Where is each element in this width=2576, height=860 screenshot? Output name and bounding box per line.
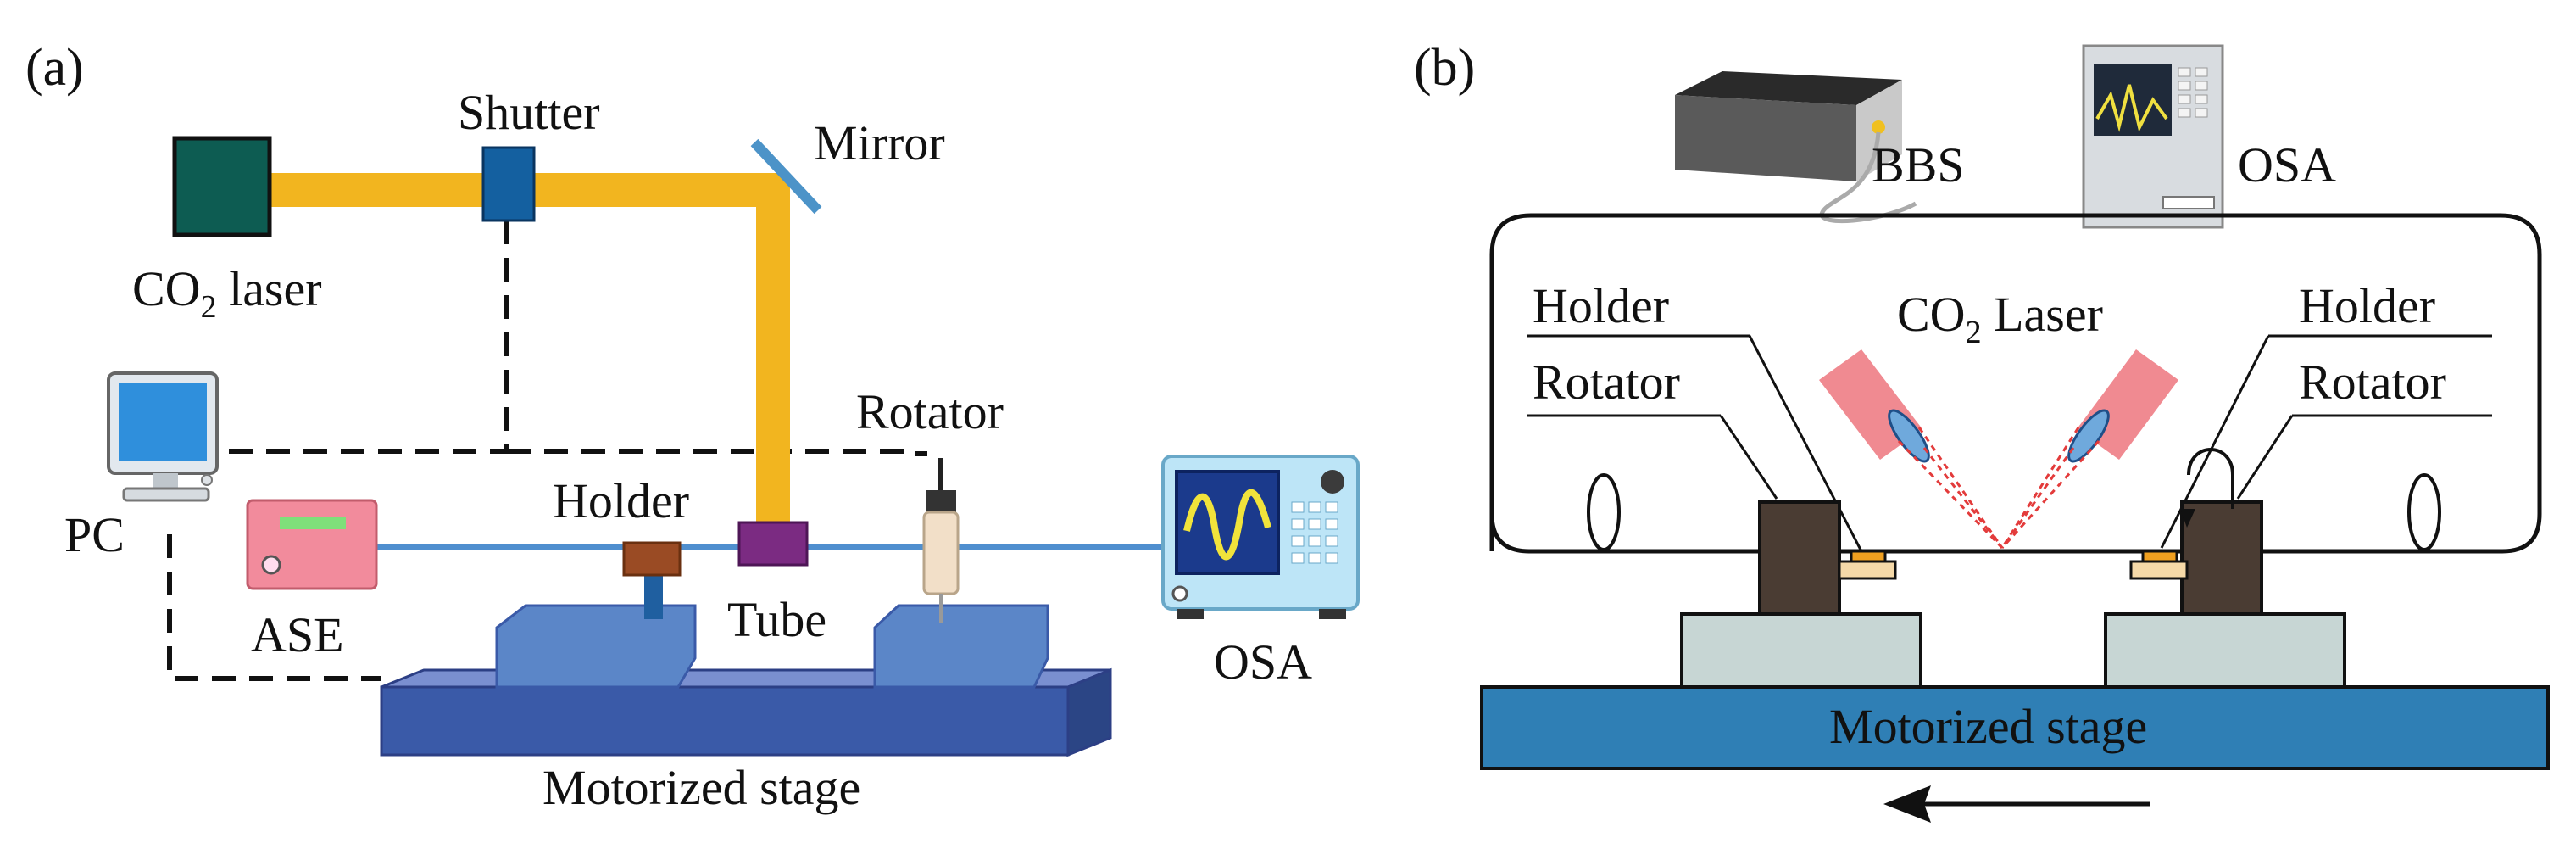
panel-b-tag: (b) [1414, 39, 1475, 97]
mirror-label: Mirror [814, 115, 945, 170]
pc-monitor [107, 371, 219, 502]
osa-label-b: OSA [2238, 137, 2336, 193]
motorized-stage-b [1480, 685, 2550, 770]
right-carriage [873, 604, 1049, 689]
panel-b: (b) BBS OSA Hold [1414, 39, 2550, 823]
co2-laser-label-b: CO2 Laser [1897, 287, 2103, 350]
rotator-right-label: Rotator [2299, 355, 2446, 410]
holder-right-label: Holder [2299, 278, 2435, 333]
holder-right-b [2129, 550, 2189, 580]
bbs-source [1675, 71, 1917, 224]
leader-holder-right-b [2160, 335, 2270, 549]
ase-source [246, 499, 378, 590]
leader-rotator-left-b [1719, 415, 1778, 500]
stage-label-b: Motorized stage [1829, 699, 2147, 754]
holder-left-label: Holder [1533, 278, 1669, 333]
ase-label: ASE [251, 607, 344, 662]
direction-arrow-head [1883, 785, 1931, 823]
rotator-left-label: Rotator [1533, 355, 1680, 410]
left-carriage [495, 604, 697, 689]
rotator-left-b [1758, 500, 1841, 617]
holder-post [644, 573, 663, 619]
holder-label-a: Holder [553, 473, 689, 528]
tube [737, 521, 809, 567]
panel-a-tag: (a) [25, 39, 84, 97]
shutter [481, 146, 536, 222]
fiber-coil-right [2407, 473, 2441, 551]
rotation-arrowhead [2180, 509, 2195, 528]
stage-block-left [1680, 612, 1922, 689]
holder-left-b [1838, 550, 1897, 580]
leader-rotator-right-b [2236, 415, 2294, 500]
fiber-coil-left [1587, 473, 1621, 551]
stage-label-a: Motorized stage [542, 760, 860, 815]
rotator-device [922, 458, 960, 623]
pc-label: PC [64, 507, 125, 562]
panel-a: (a) CO2 laser Shutter Mirror Rotator [25, 39, 1360, 815]
osa-instrument-a [1161, 455, 1360, 619]
holder [622, 541, 682, 577]
rotator-right-b [2180, 500, 2263, 617]
leader-holder-left-b [1748, 335, 1863, 552]
osa-instrument-b [2082, 44, 2224, 229]
laser-beam-vertical [756, 173, 790, 522]
tube-label: Tube [727, 592, 826, 647]
mirror [750, 138, 822, 215]
bbs-label: BBS [1872, 137, 1965, 193]
co2-beams [1897, 427, 2100, 550]
fiber-loop [1489, 213, 2542, 554]
rotator-label: Rotator [856, 384, 1004, 439]
control-cable [167, 221, 927, 681]
osa-label-a: OSA [1214, 634, 1312, 690]
co2-laser-label: CO2 laser [132, 261, 322, 325]
co2-laser-source [172, 136, 272, 237]
stage-block-right [2104, 612, 2346, 689]
rotation-arc [2187, 448, 2234, 509]
shutter-label: Shutter [458, 85, 600, 140]
